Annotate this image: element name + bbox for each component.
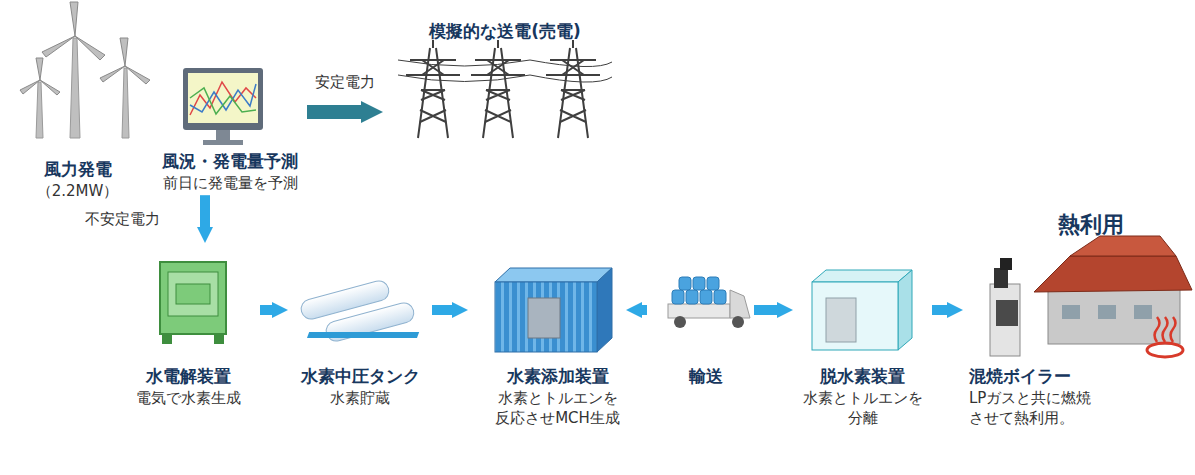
electrolyzer-icon xyxy=(160,262,226,344)
wind-power-node: 風力発電（2.2MW） xyxy=(5,40,150,201)
boiler-and-house-part xyxy=(1098,305,1116,319)
transport-truck-part xyxy=(674,316,686,328)
transport-truck-part xyxy=(730,290,750,318)
flow-arrow xyxy=(642,305,647,315)
flow-arrow xyxy=(260,305,272,315)
wind-turbines-part xyxy=(122,68,129,138)
transmission-towers-part xyxy=(546,40,600,138)
node-heading: 模擬的な送電(売電) xyxy=(429,20,581,43)
forecast-monitor-part xyxy=(190,88,256,114)
transport-truck-part-part xyxy=(693,277,705,290)
boiler-and-house xyxy=(990,236,1192,357)
boiler-and-house-part xyxy=(1000,258,1012,270)
wind-turbines-part xyxy=(100,38,150,84)
boiler-and-house-part xyxy=(1155,317,1176,342)
boiler-and-house-part xyxy=(1070,236,1176,256)
node-heading: 輸送 xyxy=(689,365,723,388)
node-description: LPガスと共に燃焼 させて熱利用。 xyxy=(969,388,1146,429)
forecast-monitor-part xyxy=(188,73,258,123)
process-node: 水素添加装置水素とトルエンを 反応させMCH生成 xyxy=(470,245,645,445)
transmission-towers xyxy=(398,40,612,138)
boiler-and-house-part xyxy=(996,300,1018,326)
node-heading: 水電解装置 xyxy=(146,365,231,388)
dehydrogenation-unit-part xyxy=(812,270,912,282)
hydrogenation-container-part xyxy=(528,298,560,338)
dehydrogenation-unit-part xyxy=(826,298,856,342)
edge-label: 安定電力 xyxy=(313,73,377,92)
transport-truck-part-part xyxy=(686,290,698,304)
transmission-towers-part xyxy=(406,40,460,138)
boiler-and-house-part xyxy=(994,268,1008,288)
forecast-monitor-part xyxy=(203,140,243,145)
node-heading: 風況・発電量予測 xyxy=(162,150,298,173)
transport-truck-part-part xyxy=(700,290,712,304)
electrolyzer-icon-part xyxy=(176,284,210,304)
transport-truck-part-part xyxy=(672,290,684,304)
transport-truck-part-part xyxy=(714,290,726,304)
transmission-node: 模擬的な送電(売電) xyxy=(385,18,625,143)
electrolyzer-icon-part xyxy=(168,272,218,316)
node-description: （2.2MW） xyxy=(37,181,119,201)
node-description: 水素とトルエンを 反応させMCH生成 xyxy=(474,388,641,429)
node-description: 前日に発電量を予測 xyxy=(163,173,298,193)
transport-truck-part-part xyxy=(707,277,719,290)
flow-arrow xyxy=(432,305,452,315)
dehydrogenation-unit xyxy=(812,270,912,350)
boiler-and-house-part xyxy=(990,284,1020,356)
node-heading: 混焼ボイラー xyxy=(969,365,1071,388)
transport-truck-part xyxy=(732,316,744,328)
node-heading: 脱水素装置 xyxy=(820,365,905,388)
node-heading: 風力発電 xyxy=(44,158,112,181)
wind-turbines-part xyxy=(36,82,43,138)
transmission-towers-part-part xyxy=(406,60,460,122)
flow-arrow xyxy=(932,305,947,315)
node-heading: 水素中圧タンク xyxy=(301,365,420,388)
hydrogen-tanks-part xyxy=(307,332,419,338)
flow-arrow xyxy=(200,195,210,227)
section-heading: 熱利用 xyxy=(1058,210,1124,240)
wind-turbines-part xyxy=(20,58,60,95)
dehydrogenation-unit-part xyxy=(812,282,898,350)
boiler-and-house-part xyxy=(1134,305,1152,319)
node-description: 水素貯蔵 xyxy=(330,388,390,408)
forecast-monitor-part xyxy=(190,84,256,112)
transmission-towers-part xyxy=(471,40,525,138)
transport-truck xyxy=(668,277,750,328)
process-node: 混焼ボイラーLPガスと共に燃焼 させて熱利用。 xyxy=(965,245,1150,445)
transport-truck-part xyxy=(672,277,726,304)
boiler-and-house-part xyxy=(1147,343,1183,357)
forecast-monitor xyxy=(183,68,263,145)
electrolyzer-icon-part xyxy=(160,262,226,334)
transport-truck-part xyxy=(668,304,730,318)
hydrogen-tanks xyxy=(299,279,419,344)
process-node: 水電解装置電気で水素生成 xyxy=(118,245,258,445)
hydrogenation-container-part xyxy=(495,282,597,352)
edge-label: 不安定電力 xyxy=(83,210,162,229)
forecast-monitor-part xyxy=(183,68,263,130)
electrolyzer-icon-part xyxy=(162,334,172,344)
process-node: 脱水素装置水素とトルエンを 分離 xyxy=(795,245,930,445)
node-description: 電気で水素生成 xyxy=(136,388,241,408)
transport-truck-part-part xyxy=(679,277,691,290)
wind-turbines xyxy=(20,2,150,138)
wind-turbines-part xyxy=(70,38,80,138)
hydrogenation-container-part xyxy=(495,268,612,282)
electrolyzer-icon-part xyxy=(214,334,224,344)
boiler-and-house-part xyxy=(1034,256,1192,292)
process-node: 水素中圧タンク水素貯蔵 xyxy=(290,245,430,445)
forecast-monitor-part xyxy=(190,82,256,115)
flow-arrow xyxy=(754,305,777,315)
node-description: 水素とトルエンを 分離 xyxy=(799,388,926,429)
hydrogenation-container xyxy=(495,268,612,352)
wind-turbines-part xyxy=(42,2,105,60)
forecast-node: 風況・発電量予測前日に発電量を予測 xyxy=(155,50,305,193)
boiler-and-house-part xyxy=(1048,288,1180,344)
boiler-and-house-part xyxy=(1062,305,1080,319)
node-heading: 水素添加装置 xyxy=(507,365,609,388)
dehydrogenation-unit-part xyxy=(898,270,912,350)
hydrogenation-container-part xyxy=(597,268,612,352)
flow-arrow xyxy=(307,105,361,119)
process-node: 輸送 xyxy=(660,245,752,445)
forecast-monitor-part xyxy=(216,130,230,140)
